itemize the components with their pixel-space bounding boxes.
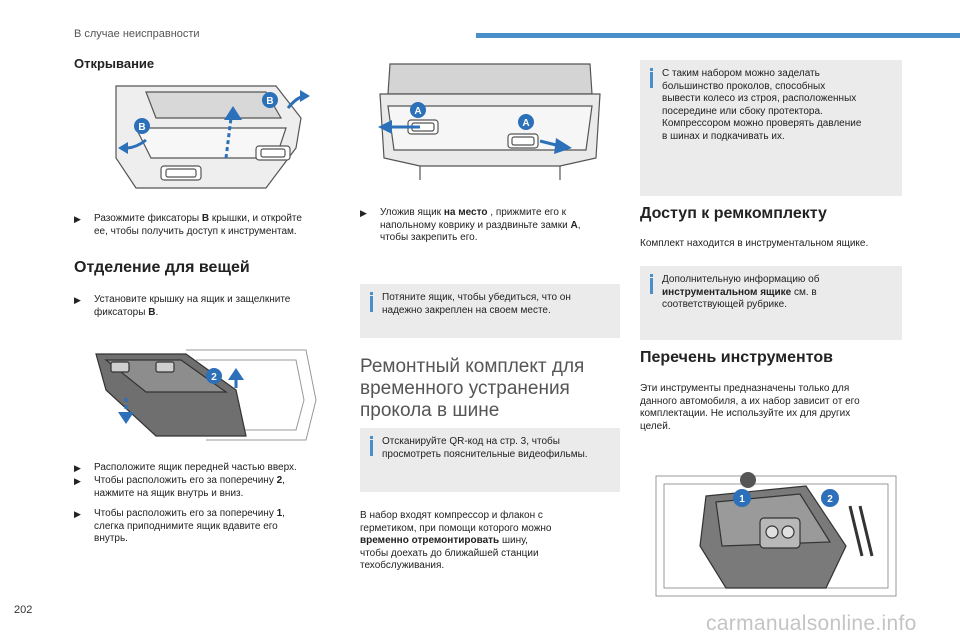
callout-a-left-label: A bbox=[414, 106, 421, 117]
paragraph-tool-usage: Эти инструменты предназначены только для… bbox=[640, 383, 860, 432]
callout-2-kit bbox=[821, 489, 839, 507]
callout-a-right bbox=[518, 114, 534, 130]
info-box-kit-capabilities: С таким набором можно заделать большинст… bbox=[640, 60, 902, 196]
callout-1-kit-label: 1 bbox=[739, 494, 745, 505]
info-box-tool-box-ref: Дополнительную информацию об инструмента… bbox=[640, 266, 902, 340]
illustration-lid-opening: B B bbox=[96, 78, 326, 206]
heading-opening: Открывание bbox=[74, 56, 155, 71]
header-accent-bar bbox=[476, 33, 960, 38]
heading-tool-list: Перечень инструментов bbox=[640, 349, 833, 366]
watermark: carmanualsonline.info bbox=[706, 612, 917, 635]
callout-2-box bbox=[206, 368, 222, 384]
paragraph-kit-location: Комплект находится в инструментальном ящ… bbox=[640, 238, 869, 249]
callout-b-right bbox=[262, 92, 278, 108]
callout-1-kit bbox=[733, 489, 751, 507]
callout-a-left bbox=[410, 102, 426, 118]
callout-b-left bbox=[134, 118, 150, 134]
illustration-box-locks: A A bbox=[360, 58, 620, 194]
callout-a-right-label: A bbox=[522, 118, 529, 129]
callout-b-right-label: B bbox=[266, 96, 273, 107]
callout-2-kit-label: 2 bbox=[827, 494, 833, 505]
page-number: 202 bbox=[14, 604, 33, 616]
heading-storage-compartment: Отделение для вещей bbox=[74, 259, 250, 276]
illustration-box-placement: 2 bbox=[86, 340, 322, 450]
running-header: В случае неисправности bbox=[74, 28, 200, 40]
callout-2-box-label: 2 bbox=[211, 372, 217, 383]
heading-access-kit: Доступ к ремкомплекту bbox=[640, 205, 827, 222]
paragraph-kit-contents: В набор входят компрессор и флакон с гер… bbox=[360, 510, 552, 571]
illustration-tool-kit: 1 2 bbox=[650, 446, 902, 606]
callout-b-left-label: B bbox=[138, 122, 145, 133]
